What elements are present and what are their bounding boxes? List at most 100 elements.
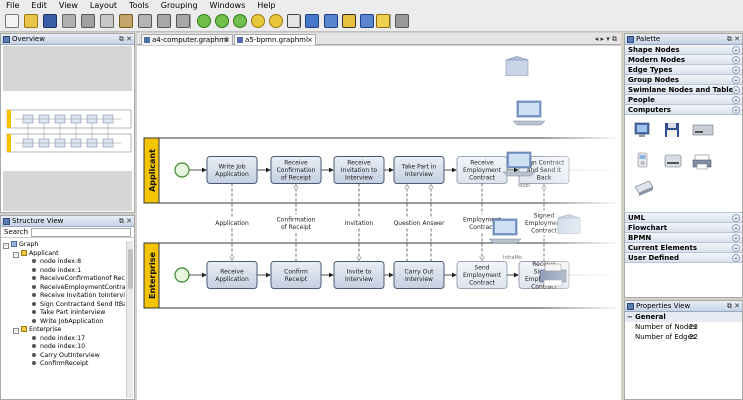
tree-item[interactable]: -Applicant	[3, 249, 125, 259]
palette-section[interactable]: BPMN⌄	[625, 233, 742, 243]
properties-group[interactable]: − General	[625, 312, 742, 322]
zoom-fit-icon[interactable]	[233, 14, 247, 28]
panel-buttons[interactable]: ⧉ ✕	[118, 35, 132, 43]
task-node[interactable]	[206, 261, 258, 289]
chevron-icon[interactable]: ⌄	[732, 244, 740, 252]
tree-item[interactable]: node index:1	[3, 267, 125, 276]
menu-view[interactable]: View	[58, 1, 78, 10]
panel-buttons[interactable]: ⧉ ✕	[726, 35, 740, 43]
palette-section[interactable]: Modern Nodes⌄	[625, 55, 742, 65]
chevron-icon[interactable]: ⌄	[732, 224, 740, 232]
search-input[interactable]	[31, 228, 131, 237]
layout-icon[interactable]	[324, 14, 338, 28]
chevron-icon[interactable]: ⌄	[732, 46, 740, 54]
menu-file[interactable]: File	[6, 1, 20, 10]
close-icon[interactable]: ×	[224, 36, 230, 44]
tree-item[interactable]: node index:8	[3, 258, 125, 267]
palette-section[interactable]: User Defined⌄	[625, 253, 742, 263]
task-node[interactable]	[393, 156, 445, 184]
chevron-icon[interactable]: ⌄	[732, 234, 740, 242]
new-icon[interactable]	[5, 14, 19, 28]
save-icon[interactable]	[43, 14, 57, 28]
swimlane-header[interactable]	[143, 137, 160, 204]
chevron-icon[interactable]: ⌄	[732, 106, 740, 114]
connect-mode-icon[interactable]	[342, 14, 356, 28]
open-icon[interactable]	[24, 14, 38, 28]
property-row[interactable]: Number of Edges 22	[625, 332, 742, 342]
cut-icon[interactable]	[81, 14, 95, 28]
tree-item[interactable]: -Enterprise	[3, 326, 125, 335]
palette-section[interactable]: Flowchart⌄	[625, 223, 742, 233]
palette-section[interactable]: Computers⌄	[625, 105, 742, 115]
palette-section[interactable]: UML⌄	[625, 213, 742, 223]
overview-canvas[interactable]	[3, 46, 132, 211]
chevron-icon[interactable]: ⌄	[732, 214, 740, 222]
fit-content-icon[interactable]	[287, 14, 301, 28]
collapse-icon[interactable]: −	[627, 313, 633, 321]
palette-section[interactable]: Group Nodes⌄	[625, 75, 742, 85]
copy-icon[interactable]	[100, 14, 114, 28]
paste-icon[interactable]	[119, 14, 133, 28]
task-node[interactable]	[333, 261, 385, 289]
start-event[interactable]	[174, 267, 190, 283]
undo-icon[interactable]	[62, 14, 76, 28]
tree-item[interactable]: ReceiveEmploymentContrac	[3, 284, 125, 293]
chevron-icon[interactable]: ⌄	[732, 254, 740, 262]
menu-edit[interactable]: Edit	[31, 1, 47, 10]
tree-item[interactable]: ConfirmReceipt	[3, 360, 125, 369]
tree-item[interactable]: Carry OutInterview	[3, 352, 125, 361]
palette-section[interactable]: Edge Types⌄	[625, 65, 742, 75]
expand-toggle-icon[interactable]: -	[13, 251, 19, 258]
menu-grouping[interactable]: Grouping	[160, 1, 198, 10]
tree-item[interactable]: Sign Contractand Send ItBa	[3, 301, 125, 310]
menu-layout[interactable]: Layout	[89, 1, 118, 10]
tab-navigation[interactable]: ◂ ▸ ▾ ⧉	[594, 35, 617, 43]
zoom-area-icon[interactable]	[251, 14, 265, 28]
palette-section[interactable]: People⌄	[625, 95, 742, 105]
tab-a5-bpmn[interactable]: a5-bpmn.graphml ×	[234, 34, 316, 45]
zoom-in-icon[interactable]	[197, 14, 211, 28]
tab-a4-computer[interactable]: a4-computer.graphml ×	[141, 34, 233, 45]
chevron-icon[interactable]: ⌄	[732, 76, 740, 84]
tree-item[interactable]: node index:17	[3, 335, 125, 344]
snap-icon[interactable]	[376, 14, 390, 28]
undo-arrow-icon[interactable]	[157, 14, 171, 28]
panel-buttons[interactable]: ⧉ ✕	[118, 217, 132, 225]
menu-help[interactable]: Help	[257, 1, 276, 10]
property-row[interactable]: Number of Nodes 23	[625, 322, 742, 332]
palette-section[interactable]: Shape Nodes⌄	[625, 45, 742, 55]
tree-item[interactable]: ReceiveConfirmationof Rec	[3, 275, 125, 284]
chevron-icon[interactable]: ⌄	[732, 86, 740, 94]
redo-arrow-icon[interactable]	[176, 14, 190, 28]
swimlane-header[interactable]	[143, 242, 160, 309]
expand-toggle-icon[interactable]: -	[13, 328, 19, 334]
chevron-icon[interactable]: ⌄	[732, 66, 740, 74]
tree-item[interactable]: -Graph	[3, 241, 125, 250]
tree-item[interactable]: Write JobApplication	[3, 318, 125, 327]
close-icon[interactable]: ×	[307, 36, 313, 44]
tree-item[interactable]: Receive Invitation toIntervi	[3, 292, 125, 301]
task-node[interactable]	[456, 261, 508, 289]
panel-buttons[interactable]: ⧉ ✕	[726, 302, 740, 310]
palette-section[interactable]: Swimlane Nodes and Table N...⌄	[625, 85, 742, 104]
task-node[interactable]	[270, 156, 322, 184]
group-icon[interactable]	[395, 14, 409, 28]
zoom-out-icon[interactable]	[215, 14, 229, 28]
chevron-icon[interactable]: ⌄	[732, 96, 740, 104]
start-event[interactable]	[174, 162, 190, 178]
scrollbar-thumb[interactable]	[128, 249, 133, 289]
tree-item[interactable]: node index:10	[3, 343, 125, 352]
menu-tools[interactable]: Tools	[129, 1, 149, 10]
chevron-icon[interactable]: ⌄	[732, 56, 740, 64]
grid-icon[interactable]	[360, 14, 374, 28]
tree-scrollbar[interactable]	[126, 241, 133, 398]
expand-toggle-icon[interactable]: -	[3, 243, 9, 249]
palette-section[interactable]: Current Elements⌄	[625, 243, 742, 253]
select-mode-icon[interactable]	[305, 14, 319, 28]
tree-item[interactable]: Take Part inInterview	[3, 309, 125, 318]
zoom-100-icon[interactable]	[269, 14, 283, 28]
delete-icon[interactable]	[138, 14, 152, 28]
